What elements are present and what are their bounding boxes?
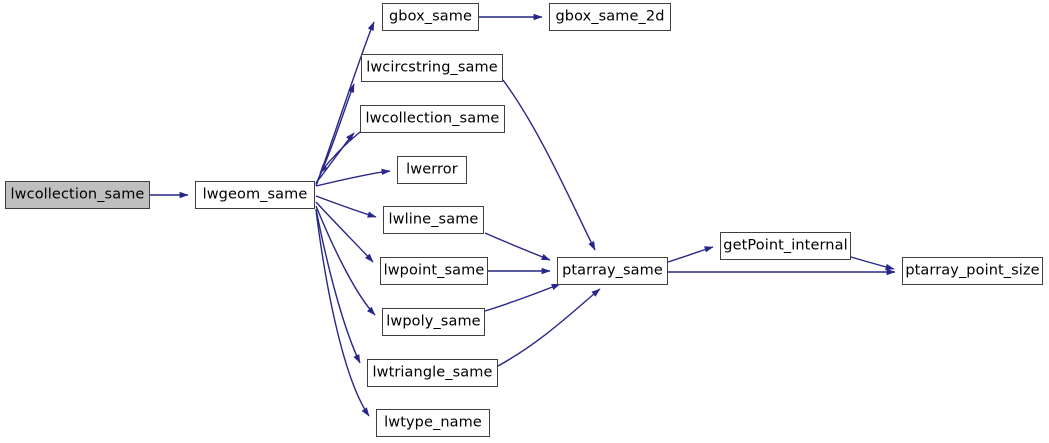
graph-edge	[850, 256, 895, 271]
graph-node-ptarray-same[interactable]: ptarray_same	[557, 257, 668, 285]
graph-edge	[315, 83, 355, 185]
graph-node-label: ptarray_same	[562, 262, 663, 279]
graph-node-lwtype-name[interactable]: lwtype_name	[376, 409, 490, 437]
graph-node-label: lwtriangle_same	[372, 364, 493, 381]
graph-node-lwpoint-same[interactable]: lwpoint_same	[380, 257, 488, 285]
graph-node-gbox-same-2d[interactable]: gbox_same_2d	[549, 3, 671, 31]
graph-node-ptarray-point-size[interactable]: ptarray_point_size	[902, 257, 1043, 285]
graph-node-lwtriangle-same[interactable]: lwtriangle_same	[367, 359, 498, 387]
graph-node-lwcircstring-same[interactable]: lwcircstring_same	[361, 54, 503, 82]
graph-node-label: lwline_same	[388, 211, 479, 228]
graph-node-label: lwgeom_same	[202, 186, 308, 203]
graph-edge	[315, 209, 370, 417]
graph-node-label: lwtype_name	[384, 414, 482, 431]
graph-edge	[319, 131, 361, 174]
graph-node-label: lwpoly_same	[386, 313, 481, 330]
graph-node-label: ptarray_point_size	[905, 262, 1040, 279]
graph-node-getPoint-internal[interactable]: getPoint_internal	[720, 232, 851, 260]
graph-node-lwerror[interactable]: lwerror	[397, 156, 467, 184]
graph-node-label: lwcircstring_same	[366, 59, 498, 76]
graph-node-gbox-same[interactable]: gbox_same	[382, 3, 479, 31]
graph-node-label: getPoint_internal	[723, 237, 848, 254]
graph-edge	[315, 195, 377, 218]
graph-node-label: lwpoint_same	[383, 262, 485, 279]
graph-edge	[667, 246, 714, 263]
graph-node-lwcollection-same-root[interactable]: lwcollection_same	[5, 181, 150, 209]
graph-edge	[315, 208, 361, 364]
graph-node-lwgeom-same[interactable]: lwgeom_same	[195, 181, 315, 209]
graph-node-label: gbox_same	[388, 8, 473, 25]
graph-node-label: gbox_same_2d	[555, 8, 665, 25]
graph-edge	[497, 288, 601, 367]
graph-edge	[315, 205, 376, 316]
graph-edge	[315, 201, 374, 263]
graph-edge	[484, 232, 551, 261]
graph-edge	[315, 168, 391, 187]
graph-edge	[315, 21, 375, 187]
graph-node-label: lwcollection_same	[365, 110, 500, 127]
graph-node-lwpoly-same[interactable]: lwpoly_same	[382, 308, 485, 336]
graph-node-label: lwerror	[406, 161, 458, 178]
graph-node-lwline-same[interactable]: lwline_same	[383, 206, 484, 234]
graph-node-label: lwcollection_same	[10, 186, 145, 203]
graph-node-lwcollection-same-2[interactable]: lwcollection_same	[360, 105, 505, 133]
graph-edge	[484, 283, 561, 312]
graph-edge	[502, 79, 596, 251]
graph-edge	[315, 132, 355, 184]
